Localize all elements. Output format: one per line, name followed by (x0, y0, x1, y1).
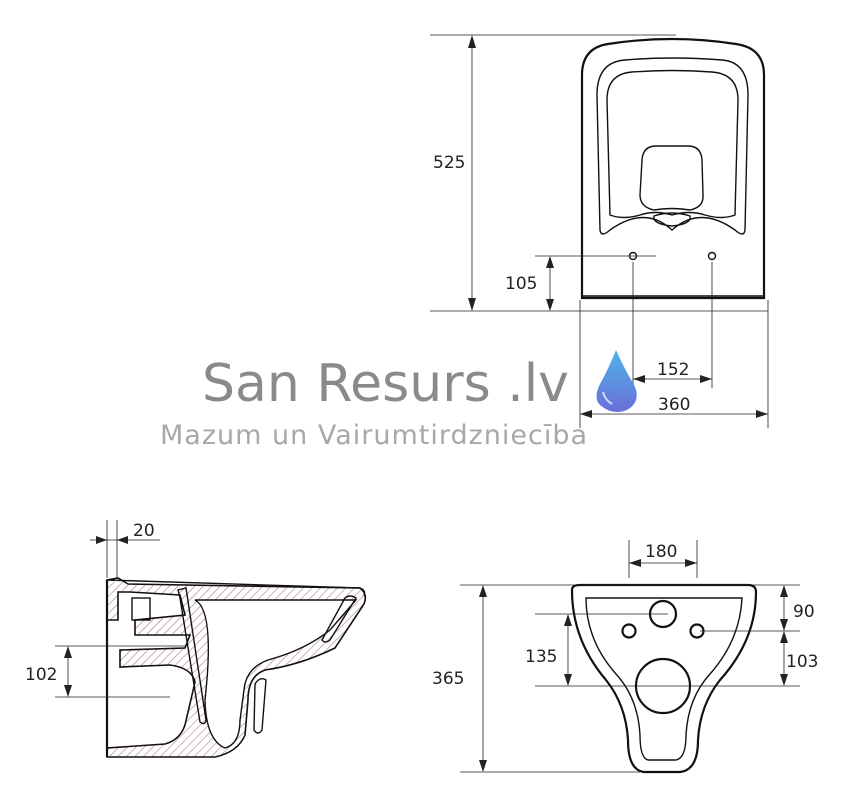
front-view-bolt-hole-left (621, 623, 637, 639)
front-view-outlet-spacing-label: 103 (786, 652, 818, 672)
front-view: 180 90 103 135 365 (432, 540, 818, 774)
top-view-bolt-hole-right (707, 251, 717, 261)
front-view-inlet-height-label: 135 (525, 647, 557, 667)
top-view-outer-outline (580, 37, 766, 300)
side-view-wall-offset-label: 20 (133, 521, 155, 541)
top-view-bowl-opening (606, 69, 739, 219)
side-view: 20 102 (25, 520, 367, 758)
front-view-bolt-spacing-label: 180 (645, 542, 677, 562)
front-view-top-offset-label: 90 (793, 602, 815, 622)
front-view-total-height-label: 365 (432, 669, 464, 689)
front-view-inner-outline (585, 597, 743, 761)
watermark-subtitle: Mazum un Vairumtirdzniecība (160, 420, 588, 451)
top-view-width-label: 360 (658, 395, 690, 415)
top-view-bolt-spacing-label: 152 (657, 360, 689, 380)
watermark-title: San Resurs .lv (202, 354, 569, 414)
side-view-pipe-height-label: 102 (25, 665, 57, 685)
front-view-outer-outline (570, 583, 758, 774)
side-view-bowl-cavity (194, 599, 358, 749)
top-view-bolt-height-label: 105 (505, 274, 537, 294)
top-view-inner-rim (596, 57, 749, 235)
watermark: San Resurs .lv Mazum un Vairumtirdzniecī… (160, 350, 637, 451)
top-view: 525 105 152 360 (430, 34, 769, 428)
top-view-height-label: 525 (433, 153, 465, 173)
top-view-drain (639, 145, 704, 211)
water-drop-icon (596, 350, 637, 412)
